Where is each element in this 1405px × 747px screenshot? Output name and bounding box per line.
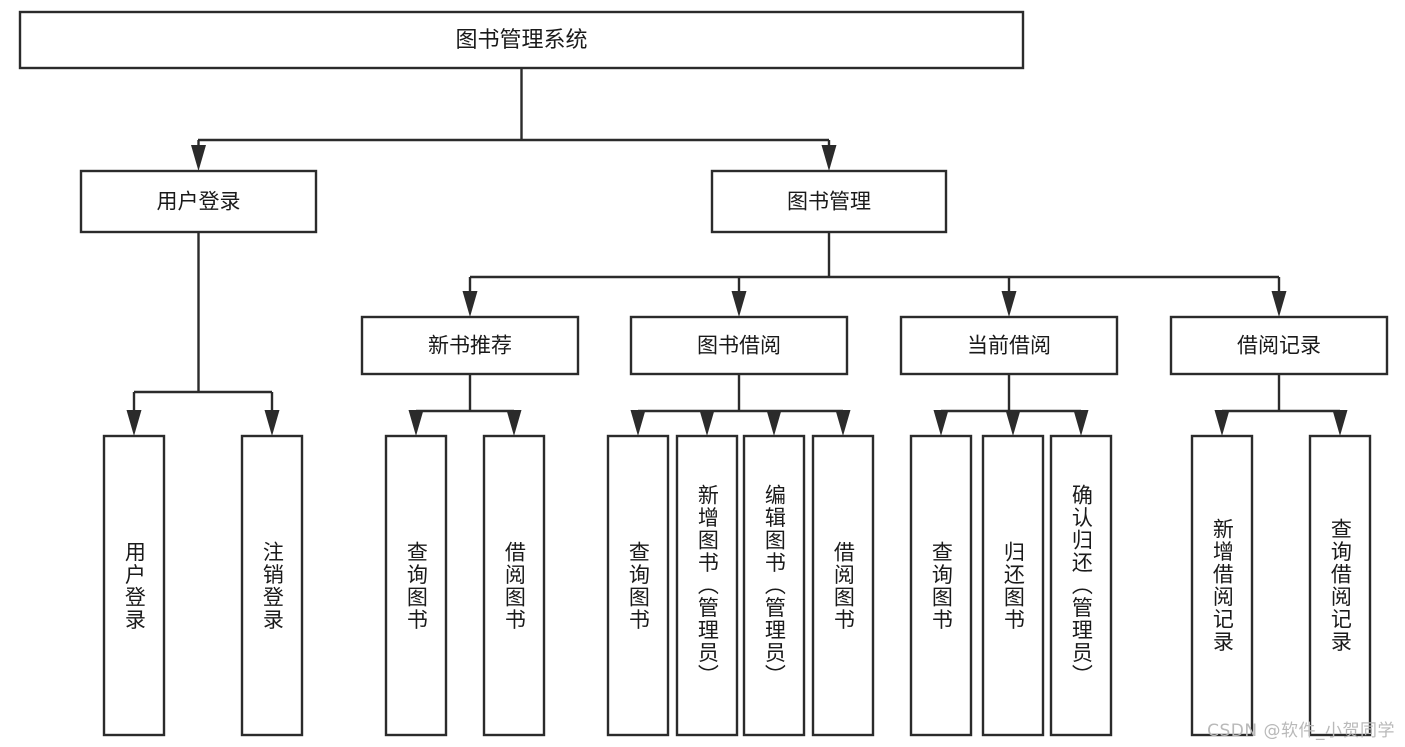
arrow-head-icon xyxy=(264,410,280,436)
arrow-head-icon xyxy=(933,410,949,436)
node-box-leaf-add-record[interactable] xyxy=(1190,434,1254,737)
arrow-head-icon xyxy=(506,410,522,436)
node-label-current-borrow: 当前借阅 xyxy=(967,334,1051,358)
arrow-head-icon xyxy=(1332,410,1348,436)
node-box-leaf-user-login[interactable] xyxy=(102,434,166,737)
arrow-head-icon xyxy=(821,145,837,171)
arrow-head-icon xyxy=(462,291,478,317)
node-box-leaf-return-book[interactable] xyxy=(981,434,1045,737)
node-label-book-borrow: 图书借阅 xyxy=(697,334,781,358)
arrow-head-icon xyxy=(1005,410,1021,436)
node-box-new-book-recommend[interactable] xyxy=(360,315,580,376)
node-box-leaf-confirm-return[interactable] xyxy=(1049,434,1113,737)
watermark: CSDN @软件_小贺同学 xyxy=(1207,721,1395,741)
arrow-head-icon xyxy=(630,410,646,436)
node-box-book-manage[interactable] xyxy=(710,169,948,234)
node-label-book-manage: 图书管理 xyxy=(787,190,871,214)
node-box-root[interactable] xyxy=(18,10,1025,70)
node-label-new-book-recommend: 新书推荐 xyxy=(428,334,512,358)
arrow-head-icon xyxy=(126,410,142,436)
node-label-user-login: 用户登录 xyxy=(157,190,241,214)
node-label-borrow-record: 借阅记录 xyxy=(1237,334,1321,358)
arrow-head-icon xyxy=(766,410,782,436)
node-box-leaf-query-record[interactable] xyxy=(1308,434,1372,737)
node-box-leaf-query-book-bor[interactable] xyxy=(606,434,670,737)
arrow-head-icon xyxy=(699,410,715,436)
node-box-leaf-add-book[interactable] xyxy=(675,434,739,737)
arrow-head-icon xyxy=(1214,410,1230,436)
arrow-head-icon xyxy=(408,410,424,436)
node-box-leaf-query-book-rec[interactable] xyxy=(384,434,448,737)
node-box-borrow-record[interactable] xyxy=(1169,315,1389,376)
connector-layer xyxy=(126,68,1348,436)
node-box-leaf-logout[interactable] xyxy=(240,434,304,737)
node-box-book-borrow[interactable] xyxy=(629,315,849,376)
arrow-head-icon xyxy=(1001,291,1017,317)
node-box-leaf-edit-book[interactable] xyxy=(742,434,806,737)
node-label-root: 图书管理系统 xyxy=(455,28,587,53)
arrow-head-icon xyxy=(835,410,851,436)
node-box-user-login[interactable] xyxy=(79,169,318,234)
node-box-leaf-borrow-book-bor[interactable] xyxy=(811,434,875,737)
arrow-head-icon xyxy=(191,145,206,171)
arrow-head-icon xyxy=(731,291,747,317)
arrow-head-icon xyxy=(1073,410,1089,436)
node-box-layer xyxy=(18,10,1389,737)
arrow-head-icon xyxy=(1271,291,1287,317)
node-box-current-borrow[interactable] xyxy=(899,315,1119,376)
node-box-leaf-query-book-cur[interactable] xyxy=(909,434,973,737)
node-box-leaf-borrow-book-rec[interactable] xyxy=(482,434,546,737)
